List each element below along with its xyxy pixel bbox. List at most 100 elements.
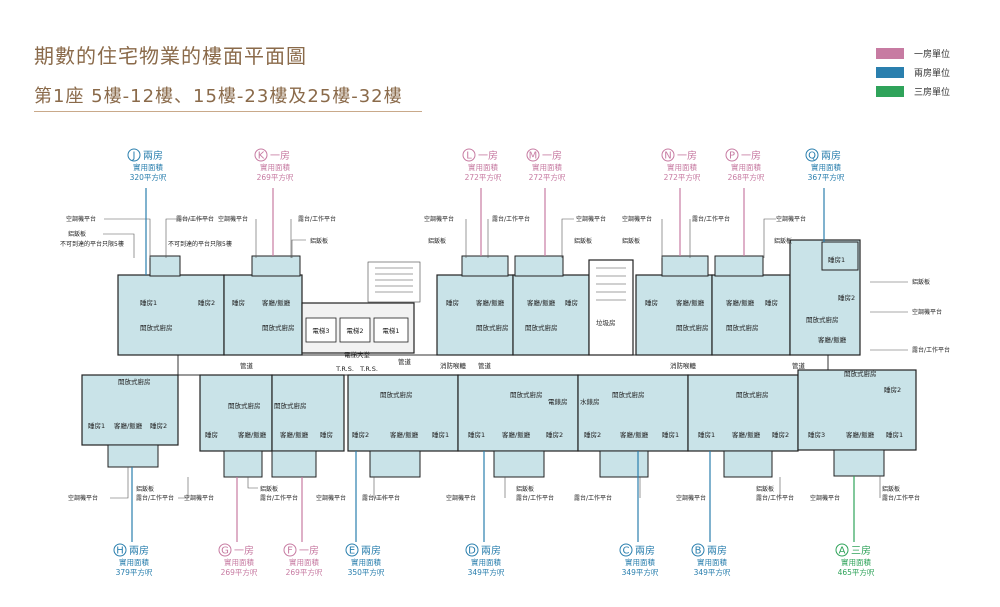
unit-area-label: 實用面積: [260, 162, 290, 172]
room-label: 睡房1: [828, 255, 845, 264]
page-subtitle: 第1座 5樓-12樓、15樓-23樓及25樓-32樓: [34, 86, 403, 107]
room-label: 開放式廚房: [736, 390, 769, 399]
unit-area-label: 實用面積: [289, 557, 319, 567]
legend-swatch: [876, 48, 904, 59]
unit-area-value: 272平方呎: [465, 172, 502, 182]
room-label: 睡房1: [468, 430, 485, 439]
annotation-label: 空調機平台: [184, 494, 214, 502]
room-label: 開放式廚房: [118, 377, 151, 386]
room-label: 開放式廚房: [228, 401, 261, 410]
annotation-label: 空調機平台: [68, 494, 98, 502]
legend-label: 一房單位: [914, 50, 951, 60]
annotation-label: 空調機平台: [912, 308, 942, 316]
unit-area-value: 269平方呎: [286, 567, 323, 577]
corridor-label: 管道: [398, 357, 412, 366]
unit-type: 兩房: [481, 544, 501, 557]
legend-swatch: [876, 67, 904, 78]
unit-area-value: 272平方呎: [664, 172, 701, 182]
room-label: 客廳/飯廳: [476, 298, 505, 307]
unit-letter-circle: [805, 148, 819, 162]
unit-letter-circle: [127, 148, 141, 162]
room-label: 睡房: [565, 298, 578, 307]
unit-letter: D: [468, 546, 476, 557]
annotation-label: 空調機平台: [316, 494, 346, 502]
unit-letter-circle: [725, 148, 739, 162]
lift-2-label: 電梯2: [346, 326, 363, 335]
annotation-label: 鋁鈑板: [574, 237, 592, 245]
unit-letter-circle: [835, 543, 849, 557]
unit-letter: H: [116, 546, 124, 557]
room-label: 開放式廚房: [140, 323, 173, 332]
room-label: 睡房2: [546, 430, 563, 439]
water-room-label: 水錶房: [580, 397, 600, 406]
unit-E-plan: [347, 374, 459, 452]
corridor-label: 管道: [240, 361, 254, 370]
corridor: [177, 354, 829, 376]
unit-letter: Q: [808, 151, 816, 162]
room-label: 客廳/飯廳: [846, 430, 875, 439]
top-units-block: [117, 239, 861, 356]
room-label: 客廳/飯廳: [527, 298, 556, 307]
unit-type: 兩房: [143, 149, 163, 162]
unit-letter: F: [287, 546, 293, 557]
unit-G-plan: [199, 374, 273, 452]
annotation-label: 鋁鈑板: [68, 230, 86, 238]
unit-area-label: 實用面積: [351, 557, 381, 567]
unit-type: 兩房: [707, 544, 727, 557]
annotation-texts: 空調機平台 鋁鈑板 不可到達的平台只限5樓 露台/工作平台 空調機平台 不可到達…: [60, 215, 950, 502]
annotation-label: 鋁鈑板: [912, 278, 930, 286]
unit-type: 一房: [542, 149, 562, 162]
unit-letter: K: [258, 151, 265, 162]
annotation-label: 空調機平台: [776, 215, 806, 223]
unit-area-value: 320平方呎: [130, 172, 167, 182]
annotation-label: 不可到達的平台只限5樓: [168, 240, 232, 248]
unit-letter: M: [529, 151, 538, 162]
annotation-label: 露台/工作平台: [692, 215, 730, 223]
unit-letter: B: [695, 546, 702, 557]
room-label: 開放式廚房: [262, 323, 295, 332]
stair-core-plan: [588, 259, 634, 356]
unit-letter-circle: [462, 148, 476, 162]
unit-area-label: 實用面積: [133, 162, 163, 172]
electric-room-label: 電錶房: [548, 397, 568, 406]
annotation-label: 空調機平台: [810, 494, 840, 502]
unit-area-value: 349平方呎: [468, 567, 505, 577]
room-labels: 睡房1 睡房2 睡房 客廳/飯廳 開放式廚房 開放式廚房 睡房 客廳/飯廳 客廳…: [88, 255, 903, 439]
annotation-label: 露台/工作平台: [362, 494, 400, 502]
unit-H-plan: [81, 374, 179, 446]
room-label: 客廳/飯廳: [818, 335, 847, 344]
room-label: 睡房2: [352, 430, 369, 439]
unit-area-value: 269平方呎: [221, 567, 258, 577]
unit-area-label: 實用面積: [119, 557, 149, 567]
unit-B-plan: [687, 374, 799, 452]
annotation-label: 露台/工作平台: [882, 494, 920, 502]
room-label: 睡房1: [886, 430, 903, 439]
unit-area-value: 349平方呎: [694, 567, 731, 577]
annotations: [103, 218, 908, 499]
room-label: 睡房3: [808, 430, 825, 439]
unit-letter: N: [664, 151, 671, 162]
room-label: 客廳/飯廳: [238, 430, 267, 439]
unit-D-plan: [457, 374, 579, 452]
room-label: 睡房1: [140, 298, 157, 307]
annotation-label: 露台/工作平台: [756, 494, 794, 502]
room-label: 客廳/飯廳: [280, 430, 309, 439]
annotation-label: 鋁鈑板: [756, 485, 774, 493]
room-label: 睡房2: [584, 430, 601, 439]
unit-letter: L: [466, 151, 472, 162]
unit-letter-circle: [465, 543, 479, 557]
fire-hose-label: 消防喉轆: [670, 361, 697, 370]
corridor-label: 管道: [478, 361, 492, 370]
unit-C-plan: [577, 374, 689, 452]
room-label: 睡房1: [698, 430, 715, 439]
annotation-label: 鋁鈑板: [774, 237, 792, 245]
unit-L-plan: [436, 274, 514, 356]
